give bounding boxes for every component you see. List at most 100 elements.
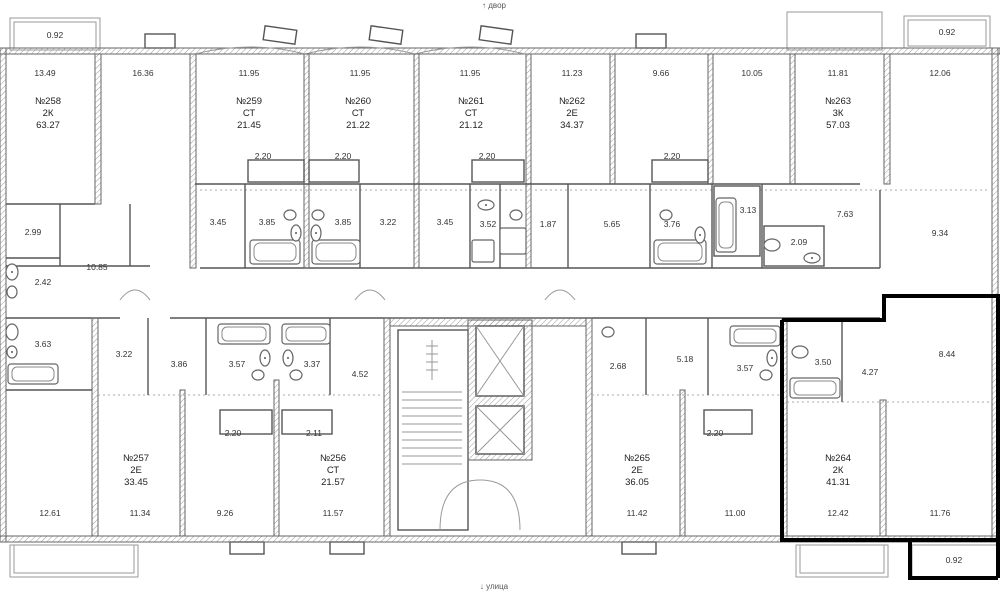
apartment-label-258[interactable]: №258 2К 63.27	[35, 96, 61, 131]
apartment-type: СТ	[327, 465, 340, 476]
apartment-type: 3К	[833, 108, 844, 119]
apartment-labels: №258 2К 63.27 №259 СТ 21.45 №260 СТ 21.2…	[35, 96, 851, 488]
room-area: 2.68	[610, 361, 627, 371]
room-area: 11.81	[828, 68, 849, 78]
room-area: 3.85	[335, 217, 352, 227]
orientation-top-label: ↑ двор	[482, 1, 507, 10]
room-area: 3.63	[35, 339, 52, 349]
partition-walls-top	[6, 53, 990, 269]
window-units-top	[144, 25, 667, 49]
room-area: 11.23	[562, 68, 583, 78]
apartment-number: №258	[35, 96, 61, 107]
room-area: 3.57	[229, 359, 246, 369]
room-area: 13.49	[34, 68, 56, 78]
apartment-label-259[interactable]: №259 СТ 21.45	[236, 96, 262, 131]
room-area: 3.85	[259, 217, 276, 227]
outer-walls	[0, 46, 1000, 543]
room-area: 2.20	[225, 428, 242, 438]
room-area: 3.57	[737, 363, 754, 373]
selected-apartment-outline[interactable]	[780, 294, 1000, 580]
room-area: 9.34	[932, 228, 949, 238]
room-area: 12.06	[929, 68, 951, 78]
apartment-type: 2Е	[566, 108, 578, 119]
apartment-type: 2К	[43, 108, 54, 119]
room-area: 11.95	[350, 68, 371, 78]
room-area: 16.36	[132, 68, 154, 78]
room-area: 9.26	[217, 508, 234, 518]
room-area: 2.42	[35, 277, 52, 287]
room-area: 0.92	[939, 27, 956, 37]
apartment-type: СТ	[243, 108, 256, 119]
room-area: 3.76	[664, 219, 681, 229]
room-area: 7.63	[837, 209, 854, 219]
apartment-area: 21.22	[346, 120, 370, 131]
window-units-bottom	[229, 541, 657, 555]
apartment-type: СТ	[465, 108, 478, 119]
apartment-number: №264	[825, 453, 851, 464]
room-area: 11.34	[130, 508, 151, 518]
room-area: 5.65	[604, 219, 621, 229]
room-area: 2.11	[306, 428, 322, 438]
room-area: 10.05	[741, 68, 763, 78]
apartment-label-256[interactable]: №256 СТ 21.57	[320, 453, 346, 488]
room-area: 2.20	[255, 151, 272, 161]
room-area: 0.92	[47, 30, 64, 40]
apartment-label-261[interactable]: №261 СТ 21.12	[458, 96, 484, 131]
room-area: 3.45	[437, 217, 454, 227]
room-area: 3.22	[380, 217, 397, 227]
room-area: 1.87	[540, 219, 557, 229]
apartment-area: 63.27	[36, 120, 60, 131]
apartment-area: 21.12	[459, 120, 483, 131]
room-area: 2.99	[25, 227, 42, 237]
room-area: 3.13	[740, 205, 757, 215]
room-area: 9.66	[653, 68, 670, 78]
apartment-area: 33.45	[124, 477, 148, 488]
apartment-type: 2Е	[631, 465, 643, 476]
room-area: 2.20	[335, 151, 352, 161]
room-area: 11.00	[725, 508, 746, 518]
apartment-area: 34.37	[560, 120, 584, 131]
apartment-type: 2К	[833, 465, 844, 476]
room-area: 3.22	[116, 349, 133, 359]
corridor	[6, 265, 880, 319]
apartment-number: №265	[624, 453, 650, 464]
apartment-label-257[interactable]: №257 2Е 33.45	[123, 453, 149, 488]
bathtubs	[7, 197, 841, 399]
apartment-area: 41.31	[826, 477, 850, 488]
room-area: 11.95	[239, 68, 260, 78]
room-area: 11.76	[930, 508, 951, 518]
room-area: 8.44	[939, 349, 956, 359]
room-area: 5.18	[677, 354, 694, 364]
apartment-number: №262	[559, 96, 585, 107]
apartment-type: СТ	[352, 108, 365, 119]
room-area: 11.57	[323, 508, 344, 518]
room-area: 2.20	[664, 151, 681, 161]
room-area: 10.85	[86, 262, 108, 272]
apartment-label-263[interactable]: №263 3К 57.03	[825, 96, 851, 131]
room-area: 11.95	[460, 68, 481, 78]
toilets-and-sinks	[5, 199, 821, 381]
room-area: 12.61	[39, 508, 61, 518]
stair-core	[389, 317, 587, 531]
apartment-area: 36.05	[625, 477, 649, 488]
apartment-number: №260	[345, 96, 371, 107]
apartment-area: 21.57	[321, 477, 345, 488]
apartment-area: 21.45	[237, 120, 261, 131]
apartment-number: №261	[458, 96, 484, 107]
room-area: 4.27	[862, 367, 879, 377]
apartment-number: №256	[320, 453, 346, 464]
room-area: 3.86	[171, 359, 188, 369]
apartment-label-262[interactable]: №262 2Е 34.37	[559, 96, 585, 131]
apartment-label-264[interactable]: №264 2К 41.31	[825, 453, 851, 488]
apartment-number: №263	[825, 96, 851, 107]
orientation-bottom-label: ↓ улица	[480, 582, 509, 591]
room-area: 11.42	[627, 508, 648, 518]
room-area: 3.52	[480, 219, 497, 229]
room-area-labels: 0.92 13.49 16.36 11.95 11.95 11.95 11.23…	[25, 27, 963, 565]
room-area: 2.20	[707, 428, 724, 438]
room-area: 3.37	[304, 359, 321, 369]
room-area: 2.20	[479, 151, 496, 161]
apartment-label-260[interactable]: №260 СТ 21.22	[345, 96, 371, 131]
apartment-label-265[interactable]: №265 2Е 36.05	[624, 453, 650, 488]
